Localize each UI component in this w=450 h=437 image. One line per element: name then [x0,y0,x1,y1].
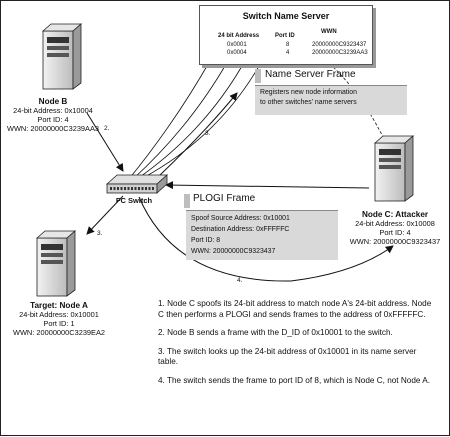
header-wwn: WWN [321,29,337,35]
plogi-line-wwn: WWN: 20000000C9323437 [191,248,276,255]
name-server-table: Switch Name Server 24 bit Address Port I… [199,5,373,65]
row2-port: 4 [286,50,290,56]
name-server-frame-box: Registers new node information to other … [255,85,407,115]
plogi-frame-box: Spoof Source Address: 0x10001 Destinatio… [186,210,338,260]
arrow-switch-to-name-server [158,92,238,177]
node-b-label: Node B 24-bit Address: 0x10004 Port ID: … [3,97,103,133]
fc-switch-label: FC Switch [115,196,153,205]
arrow-label-3-down: 3. [97,230,103,237]
node-a-port: Port ID: 1 [43,319,75,328]
row1-port: 8 [286,42,290,48]
node-b-address: 24-bit Address: 0x10004 [13,106,93,115]
name-server-title: Switch Name Server [242,11,330,21]
name-server-frame-line-1: Registers new node information [260,89,357,96]
plogi-line-port: Port ID: 8 [191,237,221,244]
plogi-line-source: Spoof Source Address: 0x10001 [191,215,290,222]
arrow-switch-to-node-a [86,195,124,235]
node-a-wwn: WWN: 20000000C3239EA2 [12,328,106,337]
arrow-label-2: 2. [104,125,110,132]
row1-address: 0x0001 [227,42,247,48]
header-address: 24 bit Address [218,33,260,39]
node-a-server-icon [35,230,77,297]
node-a-title: Target: Node A [30,301,88,310]
name-server-frame-tab [255,69,261,83]
row2-address: 0x0004 [227,50,247,56]
step-1: 1. Node C spoofs its 24-bit address to m… [158,299,432,319]
node-b-server-icon [41,23,83,90]
node-a-label: Target: Node A 24-bit Address: 0x10001 P… [7,301,111,337]
step-3: 3. The switch looks up the 24-bit addres… [158,346,417,367]
arrow-node-b-to-switch [86,112,124,172]
step-4: 4. The switch sends the frame to port ID… [158,375,430,385]
node-c-server-icon [373,135,415,202]
row1-wwn: 20000000C9323437 [312,42,367,48]
name-server-frame-line-2: to other switches' name servers [260,99,357,106]
node-b-wwn: WWN: 20000000C3239AA3 [6,124,100,133]
name-server-frame-title: Name Server Frame [265,69,356,80]
plogi-frame-title: PLOGI Frame [193,193,256,204]
node-b-port: Port ID: 4 [37,115,69,124]
node-c-wwn: WWN: 20000000C9323437 [349,237,441,246]
row2-wwn: 20000000C3239AA3 [312,50,368,56]
node-c-port: Port ID: 4 [379,228,411,237]
node-a-address: 24-bit Address: 0x10001 [19,310,99,319]
steps-list: 1. Node C spoofs its 24-bit address to m… [158,299,438,394]
plogi-frame-tab [184,194,190,208]
arrow-label-3-up: 3. [205,130,211,137]
fc-switch-icon [105,174,169,194]
plogi-line-destination: Destination Address: 0xFFFFFC [191,226,290,233]
node-b-title: Node B [38,97,68,106]
switch-to-name-server-lines [128,58,264,180]
node-c-label: Node C: Attacker 24-bit Address: 0x10008… [341,210,449,246]
arrow-label-4: 4. [237,277,243,284]
node-c-address: 24-bit Address: 0x10008 [355,219,435,228]
arrow-node-c-to-switch [165,181,370,190]
arrow-switch-to-node-c [138,196,394,282]
node-c-title: Node C: Attacker [361,210,429,219]
step-2: 2. Node B sends a frame with the D_ID of… [158,328,393,337]
header-port-id: Port ID [275,33,295,39]
